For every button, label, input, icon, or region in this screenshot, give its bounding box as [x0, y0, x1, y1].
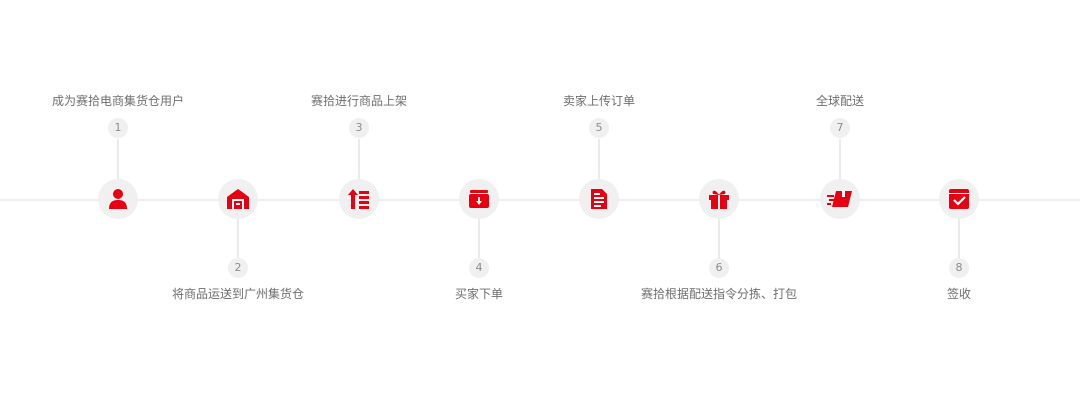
step-label: 成为赛拾电商集货仓用户	[51, 94, 184, 108]
gift-package-icon	[709, 190, 729, 209]
step-connector	[237, 219, 239, 259]
step-number: 3	[349, 118, 369, 138]
order-download-icon	[469, 190, 489, 208]
step-number: 6	[709, 258, 729, 278]
step-number: 4	[469, 258, 489, 278]
step-icon-circle	[939, 179, 979, 219]
timeline-line	[0, 199, 1080, 201]
checkbox-signed-icon	[949, 189, 969, 209]
step-connector	[598, 139, 600, 179]
step-number: 2	[228, 258, 248, 278]
step-connector	[358, 139, 360, 179]
step-icon-circle	[699, 179, 739, 219]
document-icon	[591, 189, 607, 209]
step-icon-circle	[339, 179, 379, 219]
step-connector	[718, 219, 720, 259]
step-connector	[958, 219, 960, 259]
step-label: 将商品运送到广州集货仓	[171, 287, 304, 301]
step-icon-circle	[459, 179, 499, 219]
step-number: 8	[949, 258, 969, 278]
step-label: 买家下单	[454, 287, 503, 301]
step-icon-circle	[98, 179, 138, 219]
step-number: 5	[589, 118, 609, 138]
step-connector	[117, 139, 119, 179]
step-icon-circle	[218, 179, 258, 219]
user-icon	[109, 189, 127, 209]
step-label: 签收	[946, 287, 971, 301]
step-number: 1	[108, 118, 128, 138]
warehouse-icon	[227, 189, 249, 209]
step-label: 赛拾进行商品上架	[310, 94, 407, 108]
step-label: 卖家上传订单	[562, 94, 635, 108]
step-icon-circle	[820, 179, 860, 219]
step-label: 全球配送	[815, 94, 864, 108]
step-connector	[839, 139, 841, 179]
fast-delivery-icon	[827, 191, 852, 207]
step-connector	[478, 219, 480, 259]
step-number: 7	[830, 118, 850, 138]
step-label: 赛拾根据配送指令分拣、打包	[640, 287, 797, 301]
step-icon-circle	[579, 179, 619, 219]
shelf-upload-icon	[348, 189, 369, 209]
